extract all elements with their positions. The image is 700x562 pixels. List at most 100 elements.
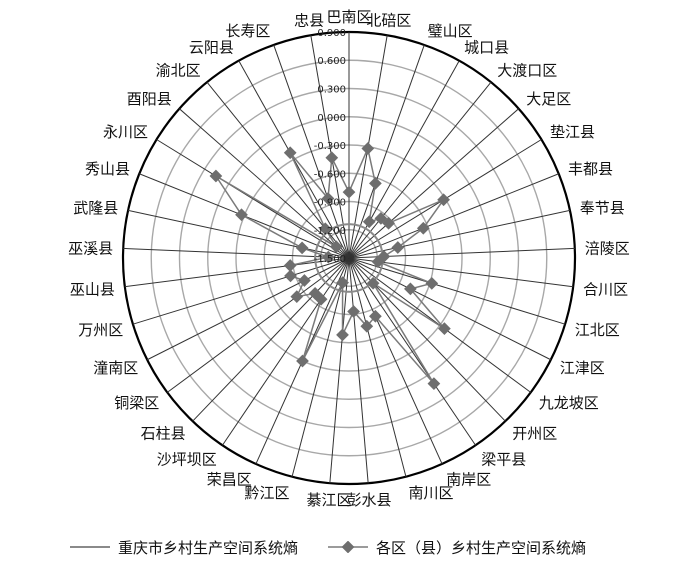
category-label-27: 巫山县 (70, 281, 115, 299)
data-point-34 (283, 146, 297, 160)
data-point-32 (329, 240, 343, 254)
legend-item-districts: 各区（县）乡村生产空间系统熵 (328, 537, 586, 558)
spoke-19 (329, 257, 350, 484)
data-point-23 (308, 287, 322, 300)
data-point-14 (366, 276, 380, 290)
legend-label-citywide: 重庆市乡村生产空间系统熵 (118, 538, 299, 557)
data-point-16 (369, 309, 382, 323)
category-label-18: 彭水县 (346, 491, 391, 509)
data-point-24 (290, 290, 304, 303)
legend: 重庆市乡村生产空间系统熵 各区（县）乡村生产空间系统熵 (70, 536, 670, 558)
category-label-15: 梁平县 (481, 451, 526, 469)
data-point-13 (438, 322, 451, 335)
data-point-36 (325, 151, 339, 165)
series-line-districts (215, 146, 446, 385)
category-label-28: 巫溪县 (68, 240, 113, 258)
data-point-12 (404, 282, 417, 296)
data-point-8 (391, 241, 405, 254)
category-label-36: 忠县 (294, 12, 324, 30)
series-line-citywide (314, 223, 384, 293)
spoke-22 (222, 257, 350, 446)
category-label-34: 云阳县 (189, 39, 234, 57)
data-point-31 (209, 169, 223, 183)
spoke-35 (273, 44, 350, 259)
category-labels: 巴南区北碚区璧山区城口县大渡口区大足区垫江县丰都县奉节县涪陵区合川区江北区江津区… (68, 8, 630, 509)
data-point-18 (347, 305, 360, 318)
category-label-22: 沙坪坝区 (157, 451, 217, 469)
category-label-32: 酉阳县 (127, 90, 172, 108)
data-point-6 (437, 193, 450, 207)
data-point-19 (336, 328, 349, 342)
spoke-36 (310, 35, 350, 259)
spoke-10 (348, 257, 574, 288)
radar-series (209, 142, 451, 390)
category-label-25: 潼南区 (93, 359, 138, 377)
spoke-25 (146, 257, 350, 361)
category-label-11: 江北区 (575, 321, 620, 339)
data-point-15 (427, 377, 441, 390)
radial-tick-label: -0.300 (314, 141, 346, 152)
spoke-16 (348, 257, 443, 465)
data-point-33 (318, 222, 332, 236)
legend-item-citywide: 重庆市乡村生产空间系统熵 (70, 537, 298, 558)
category-label-33: 渝北区 (156, 62, 201, 80)
data-point-0 (342, 185, 356, 199)
spoke-11 (348, 257, 566, 325)
category-label-10: 合川区 (583, 281, 628, 299)
spoke-18 (348, 257, 369, 484)
category-label-0: 巴南区 (326, 8, 371, 26)
spoke-27 (124, 257, 350, 288)
data-point-21 (296, 354, 309, 368)
category-label-24: 铜梁区 (114, 394, 159, 412)
category-label-35: 长寿区 (225, 22, 270, 40)
radial-tick-labels: 0.900 0.600 0.300 0.000 -0.300 -0.600 -0.900 -1… (314, 28, 346, 265)
category-label-5: 大足区 (526, 90, 571, 108)
data-point-26 (284, 269, 297, 283)
legend-marker-swatch (328, 541, 369, 553)
category-label-13: 九龙坡区 (539, 394, 599, 412)
spoke-7 (348, 173, 559, 259)
category-label-9: 涪陵区 (585, 240, 630, 258)
spoke-26 (132, 257, 350, 325)
category-label-30: 秀山县 (85, 160, 130, 178)
spoke-24 (166, 257, 350, 393)
spoke-31 (156, 139, 350, 259)
spoke-4 (348, 81, 492, 259)
data-point-17 (360, 319, 374, 333)
spoke-32 (179, 108, 350, 259)
spoke-17 (348, 257, 407, 477)
data-point-3 (362, 215, 376, 229)
category-label-2: 璧山区 (428, 22, 473, 40)
data-point-10 (371, 255, 385, 269)
radial-tick-label: 0.900 (317, 28, 346, 39)
radial-tick-label: -1.200 (314, 226, 346, 237)
data-point-35 (321, 192, 335, 205)
category-label-17: 南川区 (409, 484, 454, 502)
legend-label-districts: 各区（县）乡村生产空间系统熵 (376, 538, 587, 557)
radial-tick-label: 0.600 (317, 56, 346, 67)
category-label-16: 南岸区 (446, 471, 491, 489)
radial-tick-label: -0.900 (314, 198, 346, 209)
legend-line-swatch (70, 546, 110, 548)
spoke-8 (348, 209, 571, 259)
radial-tick-label: -1.500 (314, 254, 346, 265)
category-label-19: 綦江区 (306, 491, 351, 509)
radial-tick-label: 0.300 (317, 85, 346, 96)
category-label-1: 北碚区 (366, 12, 411, 30)
category-label-4: 大渡口区 (497, 62, 557, 80)
category-label-20: 黔江区 (244, 484, 289, 502)
radial-tick-label: 0.000 (317, 113, 346, 124)
category-label-31: 永川区 (103, 123, 148, 141)
data-point-30 (235, 208, 248, 222)
category-label-3: 城口县 (464, 39, 509, 57)
spoke-23 (192, 257, 350, 422)
category-label-7: 丰都县 (568, 160, 613, 178)
category-label-26: 万州区 (78, 321, 123, 339)
spoke-15 (348, 257, 476, 446)
spoke-29 (127, 209, 350, 259)
category-label-6: 垫江县 (550, 123, 595, 141)
spoke-28 (123, 247, 350, 259)
category-label-14: 开州区 (512, 425, 557, 443)
data-point-5 (382, 216, 395, 230)
radial-tick-label: -0.600 (314, 169, 346, 180)
